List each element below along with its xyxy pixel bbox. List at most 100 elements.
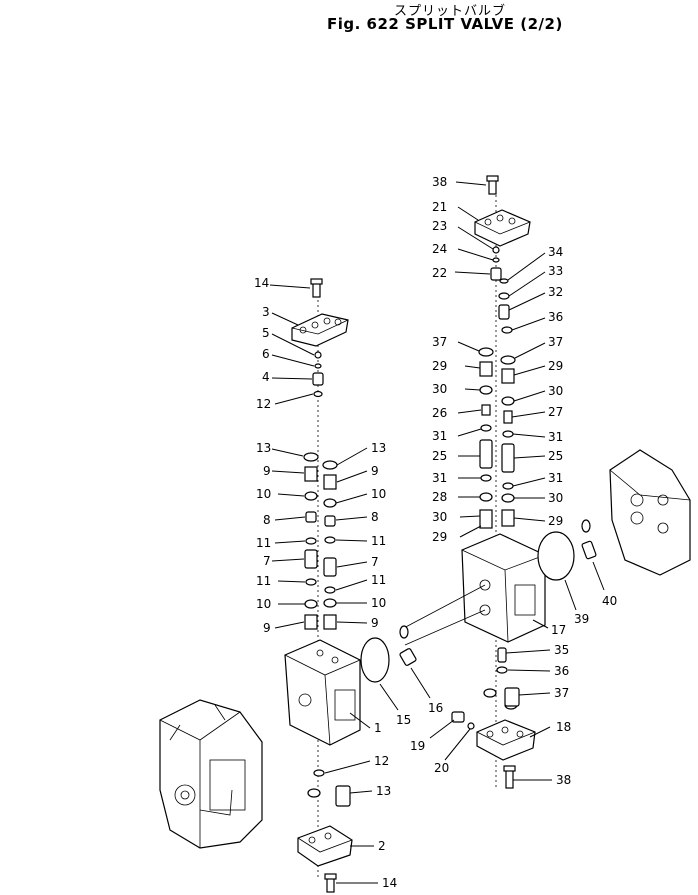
gasket-15 <box>360 637 390 683</box>
seat-28 <box>479 492 493 502</box>
label-24: 24 <box>432 242 447 256</box>
label-25-left: 25 <box>432 449 447 463</box>
label-31-left-b: 31 <box>432 471 447 485</box>
label-7-right: 7 <box>371 555 379 569</box>
seat-30-right-a <box>501 396 515 406</box>
gasket-39 <box>537 531 575 581</box>
cover-plate-18 <box>476 719 536 761</box>
label-4: 4 <box>262 370 270 384</box>
label-11-left-b: 11 <box>256 574 271 588</box>
label-29-left-b: 29 <box>432 530 447 544</box>
label-8-right: 8 <box>371 510 379 524</box>
label-34: 34 <box>548 245 563 259</box>
label-37-left: 37 <box>432 335 447 349</box>
label-7-left: 7 <box>263 554 271 568</box>
label-37-right: 37 <box>548 335 563 349</box>
label-19: 19 <box>410 739 425 753</box>
label-8-left: 8 <box>263 513 271 527</box>
label-36-top: 36 <box>548 310 563 324</box>
seat-10-right-b <box>323 598 337 608</box>
label-6: 6 <box>262 347 270 361</box>
oring-11-left-a <box>305 537 317 545</box>
washer-6 <box>314 363 322 369</box>
label-35: 35 <box>554 643 569 657</box>
plug-35 <box>497 647 507 663</box>
label-13-bottom: 13 <box>376 784 391 798</box>
label-9-left-b: 9 <box>263 621 271 635</box>
spring-9-right-b <box>323 614 337 630</box>
ball-5 <box>314 351 322 359</box>
label-20: 20 <box>434 761 449 775</box>
oring-11-left-b <box>305 578 317 586</box>
label-23: 23 <box>432 219 447 233</box>
seat-33 <box>498 292 510 300</box>
cover-plate-2 <box>297 825 353 867</box>
plug-8-right <box>324 515 336 527</box>
spool-7-left <box>304 549 318 569</box>
seat-30-right-b <box>501 493 515 503</box>
label-31-right-b: 31 <box>548 471 563 485</box>
label-10-right-a: 10 <box>371 487 386 501</box>
cover-plate-3 <box>291 313 349 347</box>
oring-12-bottom <box>313 769 325 777</box>
label-1: 1 <box>374 721 382 735</box>
spring-29-left-a <box>479 361 493 377</box>
oring-31-left-a <box>480 424 492 432</box>
oring-12-top <box>313 390 323 398</box>
oring-11-right-a <box>324 536 336 544</box>
label-37-bottom: 37 <box>554 686 569 700</box>
label-29-left-a: 29 <box>432 359 447 373</box>
label-33: 33 <box>548 264 563 278</box>
cover-plate-21 <box>474 209 531 247</box>
label-9-right-a: 9 <box>371 464 379 478</box>
seat-10-left-b <box>304 599 318 609</box>
plug-13-bottom <box>335 785 351 807</box>
spring-9-right-a <box>323 474 337 490</box>
connector-tube <box>399 584 486 646</box>
ring-20 <box>467 722 475 730</box>
assembly-view <box>159 699 263 849</box>
part-labels: 14 3 5 6 4 12 13 9 10 8 11 7 11 10 9 13 … <box>254 175 617 890</box>
spool-7-right <box>323 557 337 577</box>
bolt-14-top <box>310 278 323 298</box>
ring-34 <box>499 278 509 284</box>
leader-lines <box>269 181 605 884</box>
oring-37-bottom-left <box>483 688 497 698</box>
label-9-right-b: 9 <box>371 616 379 630</box>
label-21: 21 <box>432 200 447 214</box>
plug-16 <box>399 648 417 666</box>
oring-16 <box>399 625 409 639</box>
plug-4 <box>312 372 324 386</box>
plug-22 <box>490 267 502 281</box>
label-40: 40 <box>602 594 617 608</box>
label-30-right-b: 30 <box>548 491 563 505</box>
figure-title: Fig. 622 SPLIT VALVE (2/2) <box>327 15 563 33</box>
spring-29-right-a <box>501 368 515 384</box>
label-11-left-a: 11 <box>256 536 271 550</box>
label-26: 26 <box>432 406 447 420</box>
label-30-left-a: 30 <box>432 382 447 396</box>
label-38-top: 38 <box>432 175 447 189</box>
label-27: 27 <box>548 405 563 419</box>
label-11-right-b: 11 <box>371 573 386 587</box>
label-31-left-a: 31 <box>432 429 447 443</box>
spring-9-left-b <box>304 614 318 630</box>
label-29-right-a: 29 <box>548 359 563 373</box>
plug-32 <box>498 304 510 320</box>
figure-subtitle: スプリットバルブ <box>394 4 507 19</box>
cover-40 <box>581 449 691 576</box>
plug-37 <box>504 687 520 707</box>
label-10-right-b: 10 <box>371 596 386 610</box>
ball-23 <box>492 246 500 254</box>
right-valve-stack <box>399 175 575 790</box>
label-38-bottom: 38 <box>556 773 571 787</box>
oring-13-bottom <box>307 788 321 798</box>
oring-36-bottom <box>496 666 508 674</box>
plug-8-left <box>305 511 317 523</box>
label-13-right: 13 <box>371 441 386 455</box>
seat-10-left-a <box>304 491 318 501</box>
label-31-right-a: 31 <box>548 430 563 444</box>
label-14-top: 14 <box>254 276 269 290</box>
valve-body-1 <box>284 639 361 746</box>
